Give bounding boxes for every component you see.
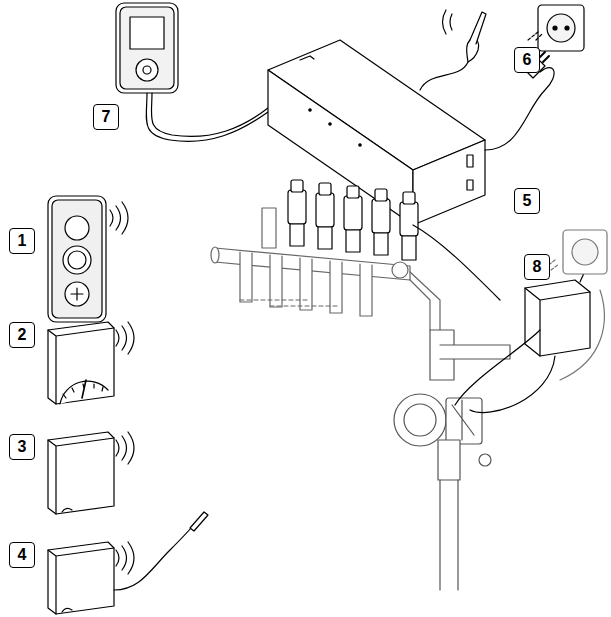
dial-thermostat xyxy=(48,322,134,404)
callout-number: 6 xyxy=(514,47,540,73)
antenna xyxy=(420,10,486,90)
callout-number: 1 xyxy=(9,228,35,254)
actuators xyxy=(262,180,418,260)
callout-number: 3 xyxy=(9,434,35,460)
callout-number: 7 xyxy=(93,104,119,130)
remote-thermostat xyxy=(48,196,128,322)
circulation-pump xyxy=(394,330,510,590)
callout-number: 8 xyxy=(524,254,550,280)
thermostat xyxy=(48,432,134,514)
power-plug-top xyxy=(485,5,584,150)
callout-number: 5 xyxy=(514,188,540,214)
thermostat-with-sensor xyxy=(48,512,208,614)
transformer xyxy=(413,225,607,413)
controller-box xyxy=(268,40,485,225)
callout-number: 4 xyxy=(9,542,35,568)
callout-number: 2 xyxy=(9,322,35,348)
display-unit xyxy=(116,3,268,141)
